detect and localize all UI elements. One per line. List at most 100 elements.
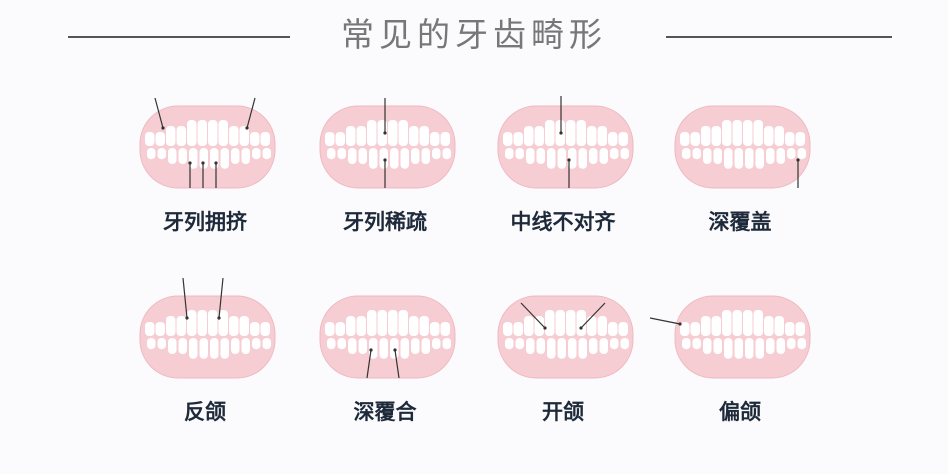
malocclusion-label: 偏颌: [719, 400, 761, 424]
lower-tooth: [703, 338, 712, 354]
lower-tooth: [536, 148, 545, 164]
lower-tooth: [147, 338, 156, 350]
lower-tooth: [610, 338, 619, 350]
teeth-illustration: [319, 295, 456, 379]
lower-tooth: [210, 148, 219, 169]
lower-tooth: [157, 338, 166, 350]
upper-tooth: [597, 316, 607, 336]
upper-tooth: [743, 310, 753, 336]
lower-tooth: [505, 148, 514, 160]
lower-tooth: [745, 148, 754, 169]
teeth-illustration: [319, 98, 456, 189]
lower-tooth: [776, 148, 785, 164]
upper-tooth: [197, 310, 207, 336]
upper-tooth: [145, 132, 155, 146]
teeth-illustration: [139, 278, 276, 379]
upper-tooth: [566, 120, 576, 146]
lower-tooth: [327, 338, 336, 350]
upper-tooth: [335, 322, 345, 336]
teeth-illustration: [139, 97, 276, 189]
upper-tooth: [187, 120, 197, 146]
lower-tooth: [692, 338, 701, 350]
lower-tooth: [526, 148, 535, 164]
upper-tooth: [680, 322, 690, 336]
upper-tooth: [430, 322, 440, 336]
upper-tooth: [513, 322, 523, 336]
upper-tooth: [325, 322, 335, 336]
upper-tooth: [325, 132, 335, 146]
arrow-head-icon: [245, 126, 249, 130]
lower-tooth: [411, 148, 420, 164]
upper-tooth: [722, 120, 732, 146]
lower-tooth: [199, 338, 208, 359]
upper-tooth: [250, 322, 260, 336]
upper-tooth: [534, 126, 544, 146]
upper-tooth: [513, 132, 523, 146]
lower-tooth: [787, 338, 796, 350]
upper-tooth: [377, 310, 387, 336]
upper-tooth: [774, 126, 784, 146]
pointer-arrow: [154, 97, 164, 129]
lower-tooth: [327, 148, 336, 160]
lower-tooth: [369, 148, 378, 169]
upper-tooth: [764, 316, 774, 336]
arrow-head-icon: [201, 161, 205, 165]
lower-tooth: [536, 338, 545, 354]
teeth-illustration: [497, 96, 634, 189]
upper-tooth: [197, 120, 207, 146]
lower-tooth: [168, 148, 177, 164]
upper-tooth: [430, 132, 440, 146]
upper-tooth: [229, 316, 239, 336]
arrow-head-icon: [383, 158, 387, 162]
upper-tooth: [753, 120, 763, 146]
lower-tooth: [703, 148, 712, 164]
teeth-illustration: [674, 105, 811, 189]
upper-tooth: [388, 310, 398, 336]
upper-tooth: [576, 310, 586, 336]
upper-tooth: [166, 126, 176, 146]
lower-tooth: [178, 338, 187, 354]
lower-tooth: [442, 338, 451, 350]
upper-tooth: [576, 120, 586, 146]
lower-tooth: [348, 338, 357, 354]
pointer-arrow: [650, 317, 681, 325]
lower-tooth: [557, 338, 566, 359]
lower-tooth: [379, 148, 388, 169]
gum-shape: [497, 105, 634, 189]
lower-tooth: [713, 148, 722, 164]
lower-tooth: [369, 338, 378, 359]
gum-shape: [497, 295, 634, 379]
pointer-arrow: [182, 278, 188, 319]
arrow-head-icon: [393, 348, 397, 352]
upper-tooth: [398, 120, 408, 146]
upper-tooth: [155, 132, 165, 146]
upper-tooth: [208, 310, 218, 336]
malocclusion-label: 反颌: [184, 400, 226, 424]
lower-tooth: [231, 338, 240, 354]
upper-tooth: [795, 322, 805, 336]
upper-tooth: [534, 316, 544, 336]
upper-tooth: [587, 316, 597, 336]
arrow-head-icon: [579, 326, 583, 330]
upper-tooth: [545, 310, 555, 336]
lower-tooth: [358, 338, 367, 354]
pointer-arrow: [218, 278, 224, 319]
malocclusion-item: 开颌: [473, 278, 653, 426]
lower-tooth: [168, 338, 177, 354]
right-divider: [666, 36, 892, 38]
upper-tooth: [587, 126, 597, 146]
upper-tooth: [367, 310, 377, 336]
malocclusion-label: 牙列拥挤: [163, 210, 247, 234]
lower-tooth: [220, 148, 229, 169]
upper-tooth: [795, 132, 805, 146]
upper-tooth: [440, 132, 450, 146]
upper-tooth: [524, 126, 534, 146]
upper-tooth: [409, 316, 419, 336]
gum-shape: [319, 105, 456, 189]
page-title: 常见的牙齿畸形: [341, 15, 607, 54]
upper-tooth: [260, 132, 270, 146]
lower-tooth: [578, 148, 587, 169]
lower-tooth: [358, 148, 367, 164]
upper-tooth: [722, 310, 732, 336]
upper-tooth: [555, 310, 565, 336]
